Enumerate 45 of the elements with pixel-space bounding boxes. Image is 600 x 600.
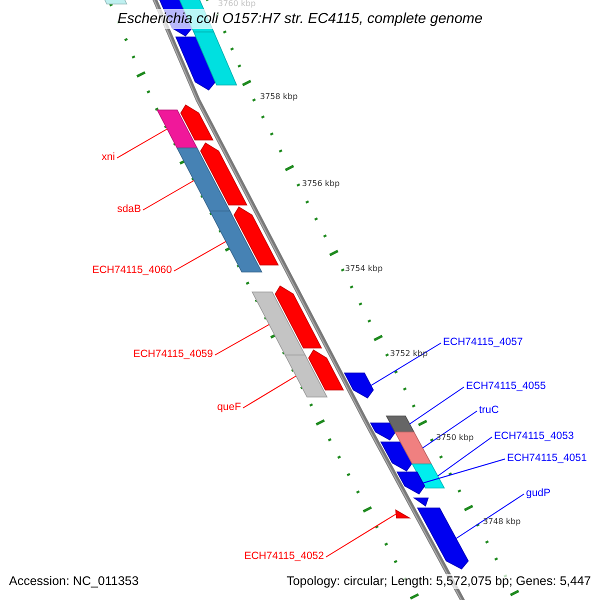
leader-line: [116, 128, 168, 158]
leader-line: [409, 386, 464, 424]
gene-label: gudP: [526, 487, 551, 499]
leader-line: [214, 324, 270, 356]
gene-label: ECH74115_4060: [92, 264, 172, 276]
gene-feature: [386, 416, 415, 432]
leader-line: [142, 180, 194, 210]
gene-label: ECH74115_4055: [466, 380, 546, 392]
gene-feature: [395, 509, 411, 518]
scale-label: 3750 kbp: [436, 433, 474, 443]
scale-label: 3756 kbp: [302, 179, 340, 189]
gene-feature: [156, 110, 198, 148]
scale-label: 3748 kbp: [483, 517, 521, 527]
leader-line: [242, 376, 297, 408]
gene-label: ECH74115_4057: [443, 336, 523, 348]
leader-line: [174, 241, 226, 272]
gene-label: truC: [479, 404, 499, 416]
leader-line: [370, 342, 442, 386]
scale-label: 3754 kbp: [345, 264, 383, 274]
genome-info: Topology: circular; Length: 5,572,075 bp; Genes: 5,447: [286, 574, 591, 589]
gene-feature: [252, 292, 307, 358]
leader-line: [422, 410, 478, 448]
gene-label: xni: [102, 151, 115, 163]
leader-line: [456, 494, 524, 539]
gene-feature: [284, 354, 328, 398]
gene-feature: [412, 464, 445, 488]
leader-line: [437, 436, 492, 476]
accession-label: Accession: NC_011353: [9, 574, 139, 589]
scale-label: 3760 kbp: [218, 0, 256, 9]
gene-label: queF: [217, 401, 241, 413]
gene-feature: [396, 472, 426, 495]
gene-label: ECH74115_4051: [507, 452, 587, 464]
leader-line: [422, 458, 506, 484]
leader-line: [326, 514, 397, 558]
gene-label: sdaB: [117, 203, 141, 215]
gene-feature: [394, 432, 432, 464]
gene-label: ECH74115_4059: [133, 348, 213, 360]
gene-label: ECH74115_4053: [494, 430, 574, 442]
scale-label: 3758 kbp: [260, 92, 298, 102]
gene-feature: [176, 148, 232, 214]
diagram-title: Escherichia coli O157:H7 str. EC4115, complete genome: [116, 11, 484, 27]
gene-label: ECH74115_4052: [244, 550, 324, 562]
gene-feature: [209, 210, 262, 272]
gene-feature: [344, 372, 374, 399]
gene-feature: [416, 508, 469, 570]
